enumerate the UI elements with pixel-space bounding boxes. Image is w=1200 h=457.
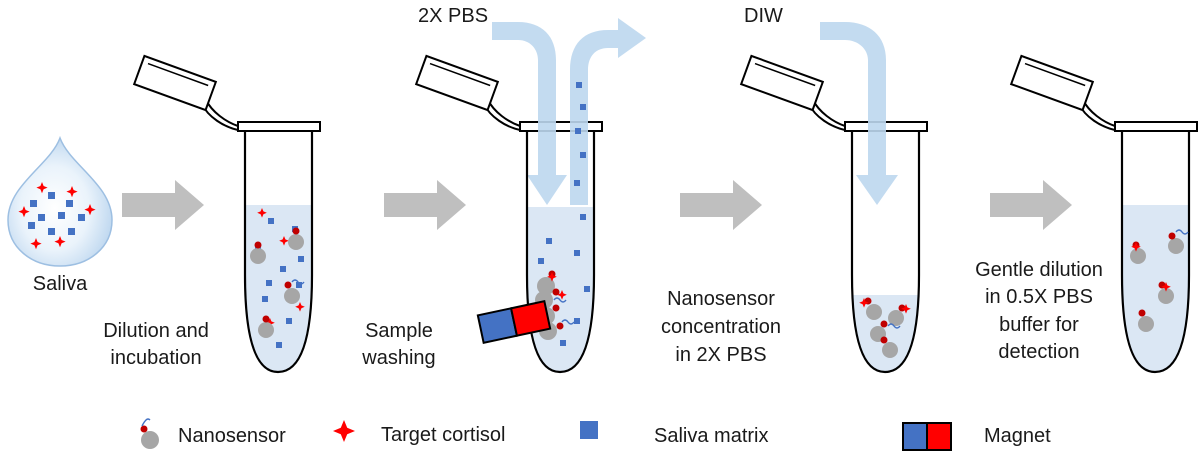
droplet-shape <box>7 135 113 267</box>
step3-label-line1: Nanosensor <box>667 288 775 310</box>
legend-matrix-label: Saliva matrix <box>654 425 768 447</box>
pbs-inlet-label: 2X PBS <box>418 5 488 27</box>
legend-nanosensor-label: Nanosensor <box>178 425 286 447</box>
tube-2 <box>414 18 646 374</box>
step2-label-line2: washing <box>361 347 435 369</box>
step4-label-line2: in 0.5X PBS <box>985 286 1093 308</box>
legend-magnet-icon <box>902 422 952 451</box>
diw-inflow-arrow <box>820 22 898 205</box>
tube-4-liquid <box>1122 205 1189 372</box>
legend-cortisol-icon <box>333 420 355 442</box>
step-arrow-4 <box>990 180 1072 230</box>
pbs-inflow-arrow <box>492 22 567 205</box>
tube-1-contents <box>250 208 305 348</box>
tube-3-contents <box>859 297 911 358</box>
step3-label-line2: concentration <box>661 316 781 338</box>
step-arrow-3 <box>680 180 762 230</box>
step4-label-line3: buffer for <box>999 314 1079 336</box>
saliva-label: Saliva <box>33 273 88 295</box>
step2-label-line1: Sample <box>365 320 433 342</box>
tube-3-cap <box>739 54 928 132</box>
tube-3-body <box>850 130 921 374</box>
legend-matrix-icon <box>580 421 598 439</box>
step1-label-line1: Dilution and <box>103 320 209 342</box>
step4-label-line4: detection <box>998 341 1079 363</box>
step3-label-line3: in 2X PBS <box>675 344 766 366</box>
tube-2-cap <box>414 54 603 132</box>
step-arrow-2 <box>384 180 466 230</box>
tube-4-body <box>1120 130 1191 374</box>
tube-4-cap <box>1009 54 1198 132</box>
step-arrow-1 <box>122 180 204 230</box>
tube-1-body <box>243 130 314 374</box>
tube-1-cap <box>132 54 321 132</box>
tube-1-liquid <box>245 205 312 372</box>
legend-nanosensor-icon <box>140 418 159 449</box>
legend-magnet-label: Magnet <box>984 425 1051 447</box>
step4-label-line1: Gentle dilution <box>975 259 1103 281</box>
tube-4-contents <box>1130 229 1189 332</box>
step1-label-line2: incubation <box>110 347 201 369</box>
magnet <box>476 300 552 344</box>
saliva-droplet <box>7 135 113 267</box>
droplet-contents <box>18 182 96 250</box>
legend-cortisol-label: Target cortisol <box>381 424 506 446</box>
legend: Nanosensor Target cortisol Saliva matrix… <box>140 418 1051 451</box>
diw-inlet-label: DIW <box>744 5 783 27</box>
waste-outflow-arrow <box>570 18 646 205</box>
tube-4 <box>1009 54 1198 374</box>
tube-1 <box>132 54 321 374</box>
